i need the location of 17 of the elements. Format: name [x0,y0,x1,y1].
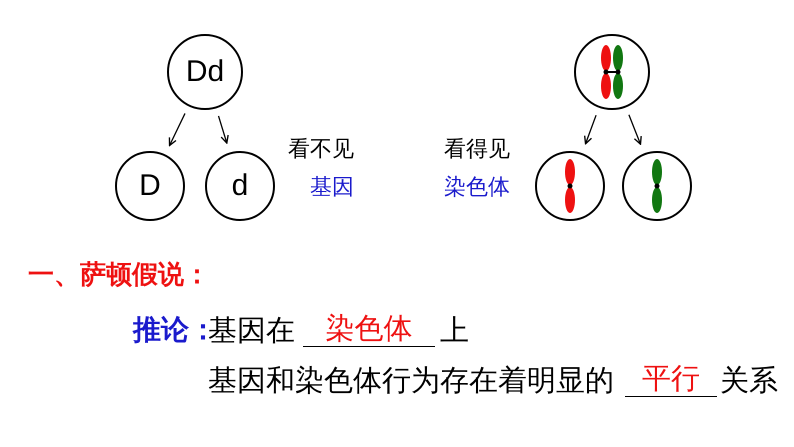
arrow [628,114,642,145]
circle: d [205,151,275,221]
circle: D [115,151,185,221]
arrow [168,113,186,146]
arrow [584,114,597,144]
fill-in-line: 平行 [625,361,717,397]
label: 基因和染色体行为存在着明显的 [208,363,614,398]
label: 关系 [720,363,778,398]
heading: 一、萨顿假说： [28,260,210,292]
label: 染色体 [444,175,510,202]
label: 上 [440,313,469,348]
arrow [218,116,229,144]
label: 基因 [310,175,354,202]
fill-in-line: 染色体 [303,311,435,347]
circle: Dd [167,34,243,110]
label: 看不见 [288,137,354,164]
label: 看得见 [444,137,510,164]
